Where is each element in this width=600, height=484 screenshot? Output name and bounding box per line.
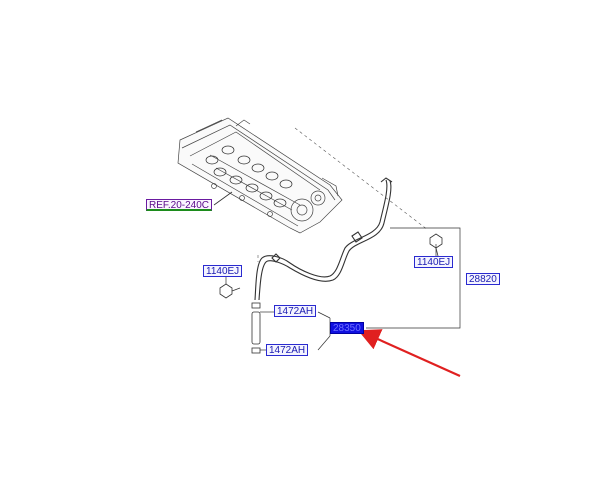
part-label-1140ej-left[interactable]: 1140EJ: [203, 265, 243, 277]
part-label-1140ej-right[interactable]: 1140EJ: [414, 256, 454, 268]
hose-icon: [254, 177, 393, 301]
part-label-28350-highlighted[interactable]: 28350: [330, 322, 364, 334]
dashed-guides: [257, 127, 429, 262]
ref-leader-line: [213, 191, 233, 206]
bolt-icon: [219, 233, 443, 299]
part-label-28820[interactable]: 28820: [466, 273, 500, 285]
part-label-1472ah-lower[interactable]: 1472AH: [266, 344, 309, 356]
leader-lines: [225, 227, 461, 351]
clamp-icon: [251, 302, 261, 354]
reference-label[interactable]: REF.20-240C: [146, 199, 213, 211]
pointer-arrow-icon: [357, 329, 461, 378]
part-label-1472ah-upper[interactable]: 1472AH: [274, 305, 317, 317]
cylinder-head-icon: [177, 117, 343, 234]
